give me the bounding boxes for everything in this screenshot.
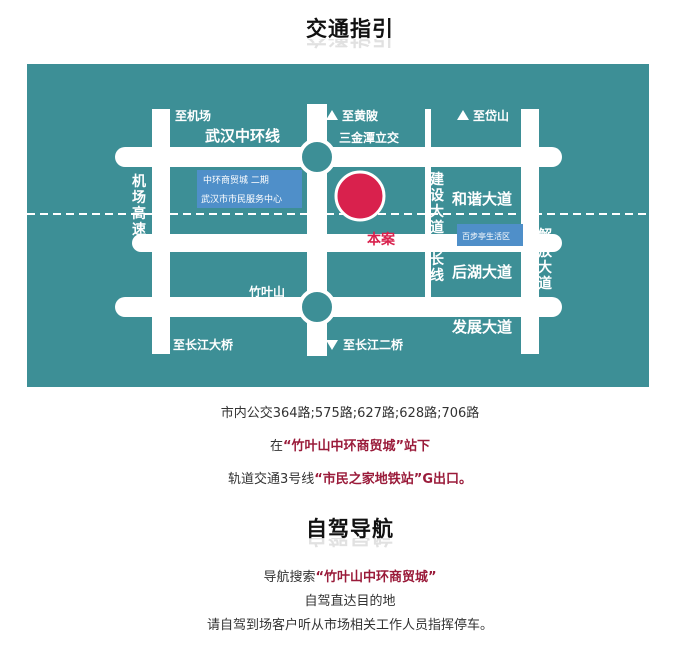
vertical-label-char: 道 xyxy=(538,275,552,292)
label-trade-city: 中环商贸城 二期 xyxy=(203,174,269,186)
bus-lines: 市内公交364路;575路;627路;628路;706路 xyxy=(220,406,480,421)
label-to-bridge2: 至长江二桥 xyxy=(343,337,404,352)
vertical-label-char: 长 xyxy=(430,251,445,268)
vertical-label-char: 大 xyxy=(538,259,552,276)
road-bottom xyxy=(115,297,562,317)
drive-search-line: 导航搜索“竹叶山中环商贸城” xyxy=(0,566,700,585)
drive-title: 自驾导航 xyxy=(306,517,394,541)
vertical-label-char: 设 xyxy=(430,188,445,204)
road-vertical-right xyxy=(521,109,539,354)
label-to-bridge: 至长江大桥 xyxy=(173,337,234,352)
label-to-daishan: 至岱山 xyxy=(473,108,509,123)
drive-title-reflection: 自驾导航 xyxy=(0,538,700,552)
metro-name: “市民之家地铁站”G出口。 xyxy=(314,472,473,487)
vertical-label-char: 线 xyxy=(430,267,444,284)
vertical-label-char: 建 xyxy=(430,171,444,188)
vertical-label-char: 放 xyxy=(537,243,553,260)
location-marker xyxy=(334,170,386,222)
vertical-label-char: 解 xyxy=(538,227,552,244)
drive-direct: 自驾直达目的地 xyxy=(304,594,396,609)
label-life-zone: 百步亭生活区 xyxy=(462,231,510,241)
vertical-label-char: 道 xyxy=(430,219,444,236)
label-jiefang: 解放大道 xyxy=(537,227,553,292)
drive-parking: 请自驾到场客户听从市场相关工作人员指挥停车。 xyxy=(206,618,493,633)
label-airport-expressway: 机场高速 xyxy=(132,173,146,238)
transit-title-reflection: 交通指引 xyxy=(0,39,700,53)
road-vertical-left xyxy=(152,109,170,354)
vertical-label-char: 延 xyxy=(429,235,445,252)
vertical-label-char: 大 xyxy=(430,203,444,220)
road-middle-ring xyxy=(115,147,562,167)
label-middle-ring: 武汉中环线 xyxy=(205,127,280,145)
drive-search-prefix: 导航搜索 xyxy=(263,570,316,585)
road-vertical-jianshe xyxy=(425,109,431,299)
label-to-huangpi: 至黄陂 xyxy=(342,108,378,123)
vertical-label-char: 速 xyxy=(132,221,146,238)
label-to-airport: 至机场 xyxy=(175,108,211,123)
vertical-label-char: 机 xyxy=(132,173,146,190)
arrow-up-daishan xyxy=(457,110,469,120)
label-sanjintan: 三金潭立交 xyxy=(339,130,399,145)
bus-stop-name: “竹叶山中环商贸城”站下 xyxy=(282,439,431,454)
arrow-up-huangpi xyxy=(326,110,338,120)
arrow-down-bridge xyxy=(157,340,169,350)
label-citizen-center: 武汉市市民服务中心 xyxy=(201,193,282,205)
label-hexie: 和谐大道 xyxy=(452,190,512,208)
vertical-label-char: 场 xyxy=(132,190,146,206)
road-middle xyxy=(132,234,562,252)
arrow-up-airport xyxy=(157,110,169,120)
interchange-zhuyeshan xyxy=(298,288,336,326)
label-here: 本案 xyxy=(367,231,396,248)
label-houhu: 后湖大道 xyxy=(452,263,512,281)
vertical-label-char: 高 xyxy=(132,205,146,222)
interchange-sanjintan xyxy=(298,138,336,176)
bus-stop-prefix: 在 xyxy=(269,439,283,454)
label-zhuyeshan: 竹叶山 xyxy=(248,284,285,299)
metro-prefix: 轨道交通3号线 xyxy=(227,472,315,487)
arrow-down-bridge2 xyxy=(326,340,338,350)
transit-title: 交通指引 xyxy=(306,17,394,41)
label-fazhan: 发展大道 xyxy=(451,318,512,336)
metro-line: 轨道交通3号线“市民之家地铁站”G出口。 xyxy=(0,468,700,487)
label-jianshe-ext: 建设大道延长线 xyxy=(429,171,445,284)
trade-city-box xyxy=(197,170,302,208)
drive-search-name: “竹叶山中环商贸城” xyxy=(315,570,437,585)
bus-stop-line: 在“竹叶山中环商贸城”站下 xyxy=(0,435,700,454)
map-background xyxy=(27,64,649,387)
route-map: 至机场 至黄陂 至岱山 武汉中环线 三金潭立交 和谐大道 后湖大道 发展大道 竹… xyxy=(27,64,649,387)
life-zone-box xyxy=(457,224,523,246)
